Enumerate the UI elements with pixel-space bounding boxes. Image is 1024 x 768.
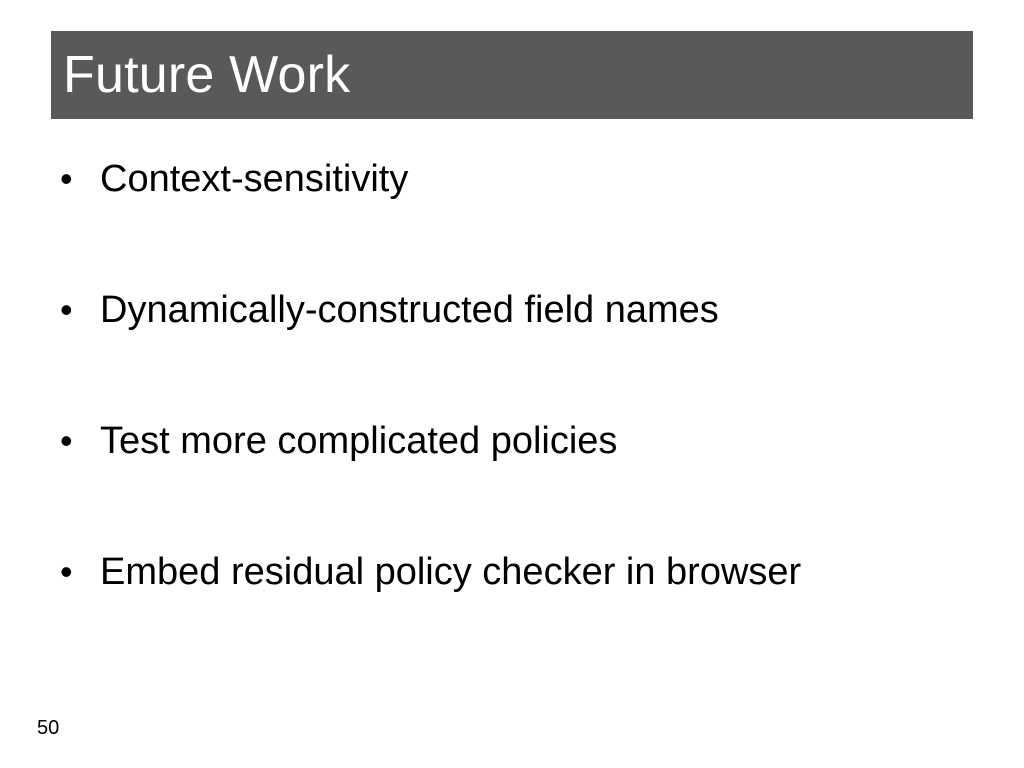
bullet-text: Test more complicated policies — [100, 420, 618, 462]
bullet-item-1: • Context-sensitivity — [60, 150, 960, 281]
bullet-text: Embed residual policy checker in browser — [100, 551, 802, 593]
bullet-item-4: • Embed residual policy checker in brows… — [60, 543, 960, 674]
bullet-item-2: • Dynamically-constructed field names — [60, 281, 960, 412]
slide-title: Future Work — [63, 46, 351, 104]
bullet-dot-icon: • — [60, 289, 73, 330]
title-bar: Future Work — [51, 31, 973, 119]
bullet-item-3: • Test more complicated policies — [60, 412, 960, 543]
bullet-list: • Context-sensitivity • Dynamically-cons… — [60, 150, 960, 674]
bullet-dot-icon: • — [60, 420, 73, 461]
slide-number: 50 — [37, 717, 60, 739]
bullet-text: Context-sensitivity — [100, 158, 409, 200]
bullet-dot-icon: • — [60, 551, 73, 592]
bullet-text: Dynamically-constructed field names — [100, 289, 719, 331]
bullet-dot-icon: • — [60, 158, 73, 199]
